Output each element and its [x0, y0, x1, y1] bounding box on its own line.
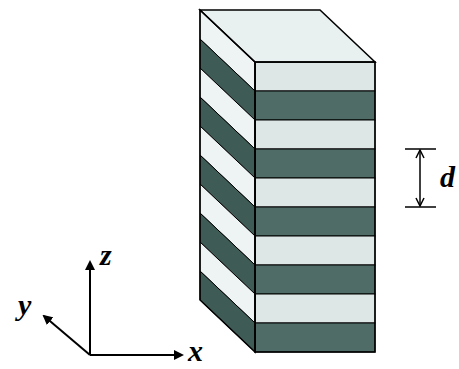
side-layer	[200, 271, 255, 352]
axis-label: z	[100, 240, 112, 270]
dimension-arrow	[419, 151, 421, 205]
top-face	[200, 10, 375, 62]
front-layer	[255, 62, 375, 91]
front-layer	[255, 207, 375, 236]
front-layer	[255, 91, 375, 120]
axis-label: y	[18, 290, 31, 320]
front-face-outline	[255, 62, 375, 352]
y-axis	[44, 316, 90, 355]
front-layer	[255, 149, 375, 178]
layer-stack	[200, 10, 375, 352]
axis-label: x	[188, 336, 203, 366]
front-layer	[255, 294, 375, 323]
x-axis	[90, 354, 182, 356]
dimension-label: d	[440, 162, 455, 192]
front-layer	[255, 236, 375, 265]
front-layer	[255, 323, 375, 352]
front-layer	[255, 178, 375, 207]
front-layer	[255, 265, 375, 294]
front-layer	[255, 120, 375, 149]
side-face-outline	[200, 10, 255, 352]
bracket-tick	[405, 206, 436, 208]
bracket-tick	[405, 148, 436, 150]
z-axis	[89, 262, 91, 355]
